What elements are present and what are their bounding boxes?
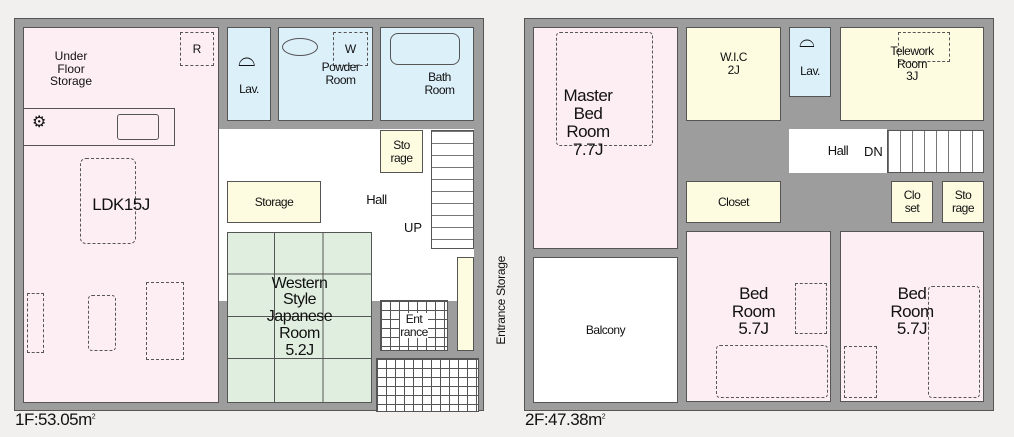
sink-icon (117, 114, 159, 140)
room-closet-2f: Closet (686, 181, 781, 223)
toilet-icon: ⌓ (799, 30, 815, 52)
bed-icon (556, 32, 653, 146)
sofa-icon (146, 282, 184, 360)
room-storage-1f: Storage (227, 181, 321, 223)
under-floor-storage-label: Under Floor Storage (50, 49, 93, 89)
staircase-1f (431, 130, 474, 249)
tv-board-icon (27, 293, 44, 353)
up-label: UP (404, 220, 423, 235)
staircase-2f (887, 130, 984, 173)
room-ldk: LDK15J (23, 27, 219, 403)
room-western-japanese: Western Style Japanese Room 5.2J (227, 232, 372, 403)
entrance: Ent rance (380, 300, 448, 351)
washbasin-icon (282, 38, 318, 56)
room-wic: W.I.C 2J (686, 27, 781, 121)
desk-icon (795, 283, 827, 334)
room-bath: Bath Room (380, 27, 474, 121)
room-storage-2f: Sto rage (942, 181, 984, 223)
desk-icon (844, 346, 877, 398)
bed-icon (716, 345, 828, 398)
kitchen-counter: ⚙ (23, 108, 175, 146)
room-master-bedroom: Master Bed Room 7.7J (533, 27, 678, 249)
desk-icon (898, 32, 950, 62)
room-closet-small-2f: Clo set (891, 181, 933, 223)
bathtub-icon (390, 33, 460, 65)
floor1-area: 1F:53.05m2 (15, 410, 96, 429)
room-bedroom-1: Bed Room 5.7J (686, 231, 831, 402)
refrigerator-icon: R (180, 32, 214, 66)
balcony: Balcony (533, 257, 678, 403)
toilet-icon: ⌓ (238, 46, 256, 71)
entrance-storage (457, 257, 474, 351)
room-lavatory-1f: Lav. (227, 27, 271, 121)
room-storage-small-1f: Sto rage (380, 130, 423, 173)
coffee-table-icon (88, 295, 116, 351)
dn-label: DN (864, 144, 883, 159)
washer-icon: W (333, 32, 368, 66)
floor2-area: 2F:47.38m2 (525, 410, 606, 429)
bed-icon (928, 286, 980, 398)
room-telework: Telework Room 3J (840, 27, 984, 121)
dining-table-icon (80, 158, 136, 244)
room-lavatory-2f: Lav. (789, 27, 831, 97)
entrance-storage-label: Entrance Storage (494, 256, 508, 345)
stove-icon: ⚙ (32, 114, 46, 131)
room-bedroom-2: Bed Room 5.7J (840, 231, 984, 402)
entrance-porch (376, 358, 479, 412)
